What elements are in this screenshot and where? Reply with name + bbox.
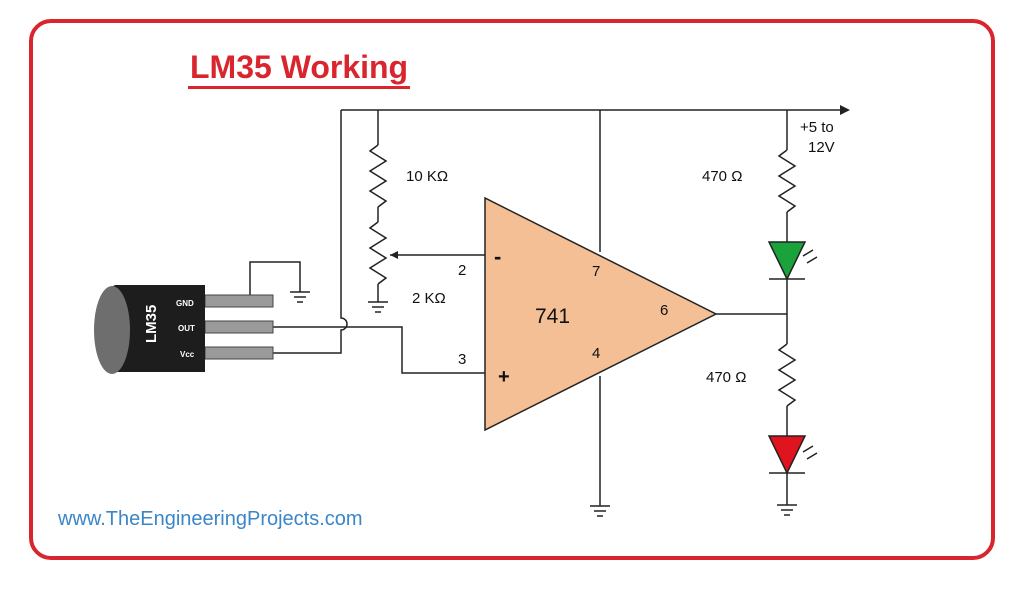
led-bottom-resistor-label: 470 Ω [706,369,746,386]
red-led-rays-icon [802,445,818,460]
out-wire [272,326,485,374]
supply-label-2: 12V [808,139,835,156]
green-led-bar [769,278,805,314]
pot-resistor-bottom [368,221,388,285]
pin-3-label: 3 [458,351,466,368]
green-led-rays-icon [802,249,818,264]
sensor-ground-icon [290,291,310,303]
diagram-frame [29,19,995,560]
red-led-icon [767,435,807,475]
pin-2-label: 2 [458,262,466,279]
led-ground-icon [777,504,797,516]
sensor-name: LM35 [143,305,160,343]
sensor-pin-out: OUT [178,324,195,333]
green-led-icon [767,241,807,281]
led-bottom-resistor [777,343,797,407]
led-top-resistor-label: 470 Ω [702,168,742,185]
pot-resistor-top [368,144,388,208]
lm35-sensor: LM35 GND OUT Vcc [94,285,274,374]
pin-7-label: 7 [592,263,600,280]
supply-label-1: +5 to [800,119,834,136]
page-title: LM35 Working [188,48,411,89]
opamp-ground-icon [590,505,610,517]
website-link[interactable]: www.TheEngineeringProjects.com [58,508,363,530]
wiper-arrow-icon [390,251,398,259]
pot-bottom-label: 2 KΩ [412,290,446,307]
pin-4-label: 4 [592,345,600,362]
red-led-bar [769,472,805,505]
supply-arrow-icon [840,105,850,115]
pin-6-label: 6 [660,302,668,319]
sensor-pin-gnd: GND [176,299,194,308]
pot-top-label: 10 KΩ [406,168,448,185]
opamp-triangle [484,196,718,432]
sensor-pin-vcc: Vcc [180,350,195,359]
opamp-minus: - [494,244,501,269]
pot-ground-icon [368,301,388,313]
opamp-plus: + [498,366,510,388]
opamp-name: 741 [535,305,570,328]
gnd-wire [249,261,301,302]
led-top-resistor [777,149,797,213]
vcc-wire [272,110,348,354]
